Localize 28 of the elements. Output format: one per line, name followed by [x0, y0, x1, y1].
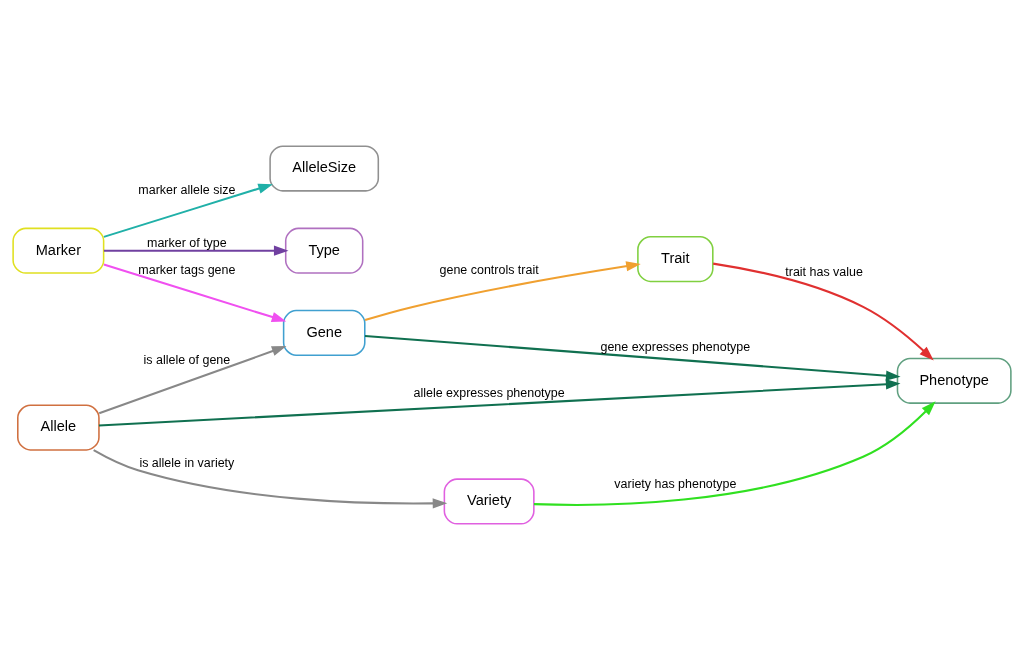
- arrow: [713, 262, 934, 361]
- node-box: Phenotype: [896, 357, 1012, 404]
- node-box: Allele: [17, 404, 100, 451]
- node-box: Trait: [637, 235, 714, 283]
- node-box: Type: [284, 227, 364, 274]
- edge-label: gene expresses phenotype: [600, 340, 751, 355]
- edge-label: is allele of gene: [143, 352, 231, 367]
- arrow: [364, 261, 641, 322]
- arrow: [93, 449, 448, 509]
- node-box: Marker: [12, 227, 105, 274]
- node-box: AlleleSize: [269, 145, 380, 192]
- edge-label: gene controls trait: [439, 263, 539, 278]
- node-box: Variety: [443, 478, 535, 525]
- edge-label: allele expresses phenotype: [413, 386, 565, 401]
- arrow: [364, 334, 901, 381]
- node-box: Gene: [282, 309, 366, 357]
- edge-label: variety has phenotype: [614, 476, 737, 491]
- arrow: [103, 263, 287, 322]
- edge-label: trait has value: [785, 265, 863, 280]
- arrow: [98, 379, 901, 427]
- arrow: [533, 401, 936, 506]
- edge-label: marker allele size: [138, 183, 236, 198]
- edge-label: marker of type: [147, 236, 227, 251]
- edge-label: marker tags gene: [138, 263, 236, 278]
- edge-label: is allele in variety: [139, 455, 235, 470]
- arrow: [103, 245, 289, 256]
- arrow: [103, 183, 273, 238]
- arrow: [98, 346, 287, 415]
